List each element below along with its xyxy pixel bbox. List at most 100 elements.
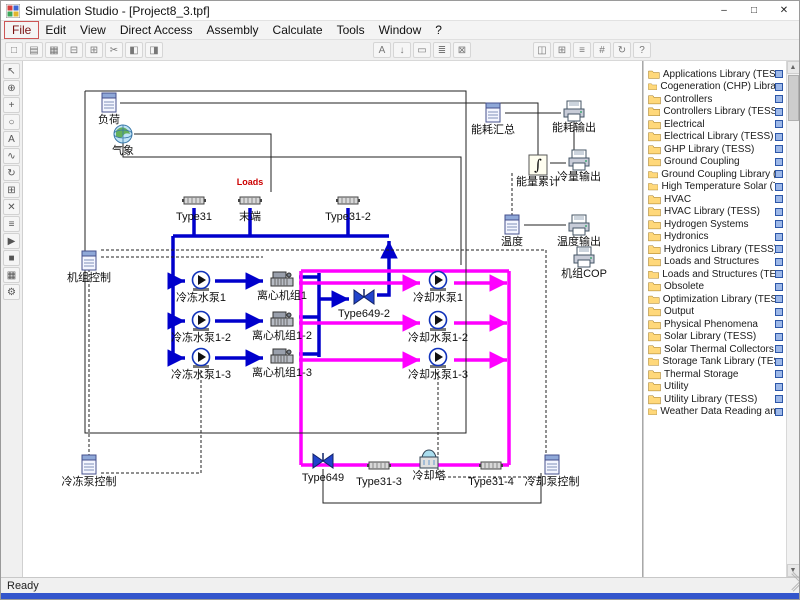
tree-item-expand-icon[interactable]: [775, 245, 783, 253]
tree-item[interactable]: Loads and Structures (TESS): [644, 268, 786, 281]
tree-item[interactable]: Output: [644, 306, 786, 319]
tree-item-expand-icon[interactable]: [775, 333, 783, 341]
tree-item-expand-icon[interactable]: [775, 395, 783, 403]
print-preview-icon[interactable]: ⊞: [85, 42, 103, 58]
component-unit-control[interactable]: [75, 249, 103, 273]
save-file-icon[interactable]: ▦: [45, 42, 63, 58]
tree-item-expand-icon[interactable]: [775, 283, 783, 291]
stop-tool-icon[interactable]: ■: [3, 250, 20, 266]
tree-item-expand-icon[interactable]: [775, 83, 783, 91]
grid-icon[interactable]: ⊞: [553, 42, 571, 58]
tree-item[interactable]: Physical Phenomena: [644, 318, 786, 331]
component-chw-pump-control[interactable]: [75, 453, 103, 477]
tree-item-expand-icon[interactable]: [775, 258, 783, 266]
component-cooling-output[interactable]: [565, 148, 593, 172]
component-chw-pump-3[interactable]: [187, 346, 215, 370]
tree-item[interactable]: Utility: [644, 381, 786, 394]
print-icon[interactable]: ⊟: [65, 42, 83, 58]
tree-item-expand-icon[interactable]: [775, 383, 783, 391]
tree-item-expand-icon[interactable]: [775, 295, 783, 303]
component-chiller-2[interactable]: [268, 307, 296, 331]
select-tool-icon[interactable]: ↖: [3, 63, 20, 79]
component-chw-pump-2[interactable]: [187, 309, 215, 333]
component-temperature[interactable]: [498, 213, 526, 237]
tree-item-expand-icon[interactable]: [775, 120, 783, 128]
tree-item[interactable]: Loads and Structures: [644, 256, 786, 269]
paste-icon[interactable]: ◨: [145, 42, 163, 58]
component-chiller-1[interactable]: [268, 267, 296, 291]
menu-window[interactable]: Window: [372, 22, 429, 38]
component-weather[interactable]: [109, 122, 137, 146]
component-cw-pump-3[interactable]: [424, 346, 452, 370]
tree-item-expand-icon[interactable]: [775, 358, 783, 366]
tree-item[interactable]: Weather Data Reading and Process: [644, 406, 786, 419]
probe-tool-icon[interactable]: ○: [3, 114, 20, 130]
tree-item-expand-icon[interactable]: [775, 170, 783, 178]
tree-item[interactable]: Utility Library (TESS): [644, 393, 786, 406]
text-tool-icon[interactable]: A: [3, 131, 20, 147]
tree-item-expand-icon[interactable]: [775, 308, 783, 316]
grid-toggle-tool-icon[interactable]: ▦: [3, 267, 20, 283]
delete-tool-icon[interactable]: ✕: [3, 199, 20, 215]
tree-item-expand-icon[interactable]: [775, 208, 783, 216]
tree-item[interactable]: Optimization Library (TESS): [644, 293, 786, 306]
scroll-up-icon[interactable]: ▲: [787, 61, 800, 74]
tree-item[interactable]: Solar Thermal Collectors: [644, 343, 786, 356]
minimize-button[interactable]: –: [709, 1, 739, 21]
tree-item[interactable]: Hydrogen Systems: [644, 218, 786, 231]
component-type649-2[interactable]: [350, 285, 378, 309]
component-cooling-tower[interactable]: [415, 447, 443, 471]
component-energy-output[interactable]: [560, 99, 588, 123]
diagram-canvas[interactable]: 负荷气象Type31Loads末端Type31-2能耗汇总能耗输出能量累计冷量输…: [23, 61, 643, 577]
component-type31-4[interactable]: [477, 453, 505, 477]
tree-item[interactable]: Electrical Library (TESS): [644, 131, 786, 144]
tree-item[interactable]: High Temperature Solar (TESS): [644, 181, 786, 194]
tree-scrollbar[interactable]: ▲ ▼: [786, 61, 799, 577]
component-unit-cop[interactable]: [570, 245, 598, 269]
windows-icon[interactable]: ◫: [533, 42, 551, 58]
menu-tools[interactable]: Tools: [330, 22, 372, 38]
component-cw-pump-control[interactable]: [538, 453, 566, 477]
component-temp-output[interactable]: [565, 213, 593, 237]
tree-item[interactable]: Ground Coupling Library (TESS): [644, 168, 786, 181]
tree-item[interactable]: Cogeneration (CHP) Library (TESS): [644, 81, 786, 94]
tree-item-expand-icon[interactable]: [775, 158, 783, 166]
component-type31-2[interactable]: [334, 188, 362, 212]
tree-item-expand-icon[interactable]: [775, 220, 783, 228]
menu-direct-access[interactable]: Direct Access: [113, 22, 200, 38]
menu-calculate[interactable]: Calculate: [266, 22, 330, 38]
cut-icon[interactable]: ✂: [105, 42, 123, 58]
rotate-tool-icon[interactable]: ↻: [3, 165, 20, 181]
new-file-icon[interactable]: □: [5, 42, 23, 58]
tree-item-expand-icon[interactable]: [775, 70, 783, 78]
zoom-tool-icon[interactable]: ⊕: [3, 80, 20, 96]
menu-view[interactable]: View: [73, 22, 113, 38]
component-chiller-3[interactable]: [268, 344, 296, 368]
copy-icon[interactable]: ◧: [125, 42, 143, 58]
snap-icon[interactable]: #: [593, 42, 611, 58]
component-cw-pump-2[interactable]: [424, 309, 452, 333]
tree-item-expand-icon[interactable]: [775, 95, 783, 103]
link-tool-icon[interactable]: ∿: [3, 148, 20, 164]
component-cw-pump-1[interactable]: [424, 269, 452, 293]
tree-item-expand-icon[interactable]: [775, 320, 783, 328]
tree-item-expand-icon[interactable]: [775, 108, 783, 116]
tree-item-expand-icon[interactable]: [775, 270, 783, 278]
tree-item-expand-icon[interactable]: [775, 408, 783, 416]
tree-item-expand-icon[interactable]: [775, 370, 783, 378]
sort-down-icon[interactable]: ↓: [393, 42, 411, 58]
open-file-icon[interactable]: ▤: [25, 42, 43, 58]
tree-item[interactable]: Ground Coupling: [644, 156, 786, 169]
tree-item[interactable]: Controllers: [644, 93, 786, 106]
component-chw-pump-1[interactable]: [187, 269, 215, 293]
layers-icon[interactable]: ≡: [573, 42, 591, 58]
menu-assembly[interactable]: Assembly: [200, 22, 266, 38]
component-terminal[interactable]: [236, 188, 264, 212]
tree-item[interactable]: Electrical: [644, 118, 786, 131]
tree-item-expand-icon[interactable]: [775, 233, 783, 241]
tree-item[interactable]: Obsolete: [644, 281, 786, 294]
list-view-icon[interactable]: ≣: [433, 42, 451, 58]
component-load[interactable]: [95, 91, 123, 115]
tree-item[interactable]: Solar Library (TESS): [644, 331, 786, 344]
tree-item[interactable]: HVAC: [644, 193, 786, 206]
